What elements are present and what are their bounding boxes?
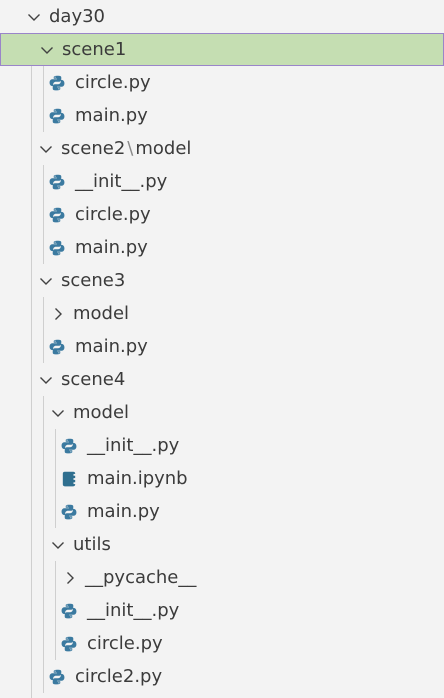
chevron-down-icon bbox=[40, 376, 52, 384]
python-file-icon bbox=[49, 207, 65, 222]
tree-file-main-py[interactable]: main.py bbox=[0, 330, 444, 363]
tree-file-circle-py[interactable]: circle.py bbox=[0, 66, 444, 99]
file-label: circle.py bbox=[75, 72, 151, 93]
python-file-icon bbox=[61, 603, 77, 618]
python-file-icon bbox=[61, 636, 77, 651]
tree-folder-scene2-model[interactable]: scene2 \ model bbox=[0, 132, 444, 165]
folder-label: scene3 bbox=[61, 270, 126, 291]
python-file-icon bbox=[49, 108, 65, 123]
indent-guide bbox=[43, 297, 44, 363]
tree-file-main-py[interactable]: main.py bbox=[0, 495, 444, 528]
file-label: __init__.py bbox=[87, 435, 180, 456]
tree-file-circle-py[interactable]: circle.py bbox=[0, 627, 444, 660]
tree-file-main-py[interactable]: main.py bbox=[0, 231, 444, 264]
chevron-right-icon bbox=[67, 571, 74, 584]
tree-file-circle2-py[interactable]: circle2.py bbox=[0, 660, 444, 693]
tree-folder-scene3[interactable]: scene3 bbox=[0, 264, 444, 297]
tree-file-main-py[interactable]: main.py bbox=[0, 99, 444, 132]
file-label: main.ipynb bbox=[87, 468, 188, 489]
tree-folder-utils[interactable]: utils bbox=[0, 528, 444, 561]
folder-label: day30 bbox=[49, 6, 106, 27]
file-label: main.py bbox=[87, 501, 160, 522]
python-file-icon bbox=[49, 240, 65, 255]
chevron-down-icon bbox=[52, 541, 64, 549]
tree-folder-model[interactable]: model bbox=[0, 396, 444, 429]
tree-folder-scene1[interactable]: scene1 bbox=[0, 33, 444, 66]
chevron-down-icon bbox=[40, 145, 52, 153]
tree-file-main-ipynb[interactable]: main.ipynb bbox=[0, 462, 444, 495]
python-file-icon bbox=[49, 75, 65, 90]
tree-folder-day30[interactable]: day30 bbox=[0, 0, 444, 33]
folder-label: model bbox=[73, 303, 130, 324]
file-label: circle.py bbox=[75, 204, 151, 225]
tree-file-init-py[interactable]: __init__.py bbox=[0, 429, 444, 462]
folder-label: scene4 bbox=[61, 369, 126, 390]
chevron-down-icon bbox=[28, 13, 40, 21]
indent-guide bbox=[43, 66, 44, 132]
file-label: __init__.py bbox=[87, 600, 180, 621]
file-label: main.py bbox=[75, 336, 148, 357]
indent-guide bbox=[43, 396, 44, 693]
tree-folder-pycache[interactable]: __pycache__ bbox=[0, 561, 444, 594]
python-file-icon bbox=[49, 339, 65, 354]
indent-guide bbox=[31, 33, 32, 698]
python-file-icon bbox=[61, 504, 77, 519]
folder-label: model bbox=[73, 402, 130, 423]
tree-folder-scene4[interactable]: scene4 bbox=[0, 363, 444, 396]
folder-label: __pycache__ bbox=[85, 567, 197, 588]
file-label: circle2.py bbox=[75, 666, 163, 687]
file-label: main.py bbox=[75, 105, 148, 126]
tree-file-init-py[interactable]: __init__.py bbox=[0, 165, 444, 198]
tree-file-init-py[interactable]: __init__.py bbox=[0, 594, 444, 627]
folder-label: scene1 bbox=[62, 39, 127, 60]
indent-guide bbox=[43, 165, 44, 264]
file-label: __init__.py bbox=[75, 171, 168, 192]
python-file-icon bbox=[49, 174, 65, 189]
chevron-down-icon bbox=[41, 46, 53, 54]
indent-guide bbox=[55, 561, 56, 660]
python-file-icon bbox=[61, 438, 77, 453]
file-label: circle.py bbox=[87, 633, 163, 654]
chevron-down-icon bbox=[52, 409, 64, 417]
chevron-down-icon bbox=[40, 277, 52, 285]
notebook-file-icon bbox=[62, 471, 77, 486]
tree-file-circle-py[interactable]: circle.py bbox=[0, 198, 444, 231]
indent-guide bbox=[55, 429, 56, 528]
file-label: main.py bbox=[75, 237, 148, 258]
chevron-right-icon bbox=[55, 307, 62, 320]
tree-folder-model[interactable]: model bbox=[0, 297, 444, 330]
compact-folder-label: model bbox=[135, 138, 192, 159]
path-separator-icon: \ bbox=[127, 138, 134, 159]
folder-label: utils bbox=[73, 534, 111, 555]
folder-label: scene2 bbox=[61, 138, 126, 159]
python-file-icon bbox=[49, 669, 65, 684]
